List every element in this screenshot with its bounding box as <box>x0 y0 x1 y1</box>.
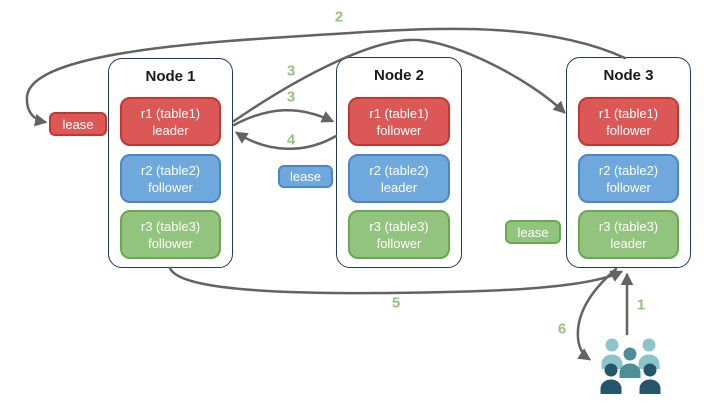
replica-name: r1 (table1) <box>369 105 429 121</box>
replica-role: leader <box>152 122 189 138</box>
node-3-title: Node 3 <box>603 67 654 84</box>
lease-badge-r1: lease <box>49 112 107 136</box>
replica-role: follower <box>148 179 193 195</box>
replica-role: follower <box>606 122 651 138</box>
replica-role: leader <box>610 235 647 251</box>
replica-role: follower <box>376 235 422 251</box>
node-1-replica-r1: r1 (table1) leader <box>120 97 221 146</box>
node-2-replica-r2: r2 (table2) leader <box>348 154 450 203</box>
node-1-title: Node 1 <box>145 68 196 85</box>
replica-name: r3 (table3) <box>598 218 659 234</box>
replica-role: follower <box>606 179 651 195</box>
step-label-2: 2 <box>334 8 344 26</box>
node-1: Node 1 r1 (table1) leader r2 (table2) fo… <box>108 58 233 268</box>
step-label-1: 1 <box>636 296 646 314</box>
replica-name: r2 (table2) <box>140 162 201 178</box>
replica-role: follower <box>376 122 422 138</box>
users-icon <box>600 338 661 394</box>
replica-name: r3 (table3) <box>140 218 201 234</box>
step-label-5: 5 <box>391 294 401 312</box>
step-label-4: 4 <box>286 131 296 149</box>
node-2-replica-r3: r3 (table3) follower <box>348 210 450 259</box>
arrow-step6-node3-to-users <box>576 267 618 361</box>
replica-role: leader <box>380 179 418 195</box>
node-1-replica-r3: r3 (table3) follower <box>120 210 221 259</box>
node-2-replica-r1: r1 (table1) follower <box>348 97 450 146</box>
replica-name: r2 (table2) <box>598 162 659 178</box>
arrow-step3-node1-to-node2 <box>232 108 335 127</box>
arrow-step5-node1-to-node3 <box>168 266 624 295</box>
lease-badge-r2: lease <box>278 165 333 188</box>
step-label-3a: 3 <box>286 62 296 80</box>
replica-name: r1 (table1) <box>598 105 659 121</box>
replica-role: follower <box>148 235 193 251</box>
lease-badge-r3: lease <box>505 220 561 244</box>
replica-name: r1 (table1) <box>140 105 201 121</box>
node-3-replica-r2: r2 (table2) follower <box>578 154 679 203</box>
replica-name: r2 (table2) <box>369 162 429 178</box>
step-label-6: 6 <box>557 320 567 338</box>
node-1-replica-r2: r2 (table2) follower <box>120 154 221 203</box>
node-2-title: Node 2 <box>373 67 424 84</box>
node-3: Node 3 r1 (table1) follower r2 (table2) … <box>566 57 691 268</box>
step-label-3b: 3 <box>286 88 296 106</box>
node-2: Node 2 r1 (table1) follower r2 (table2) … <box>336 57 462 268</box>
replica-name: r3 (table3) <box>369 218 429 234</box>
node-3-replica-r1: r1 (table1) follower <box>578 97 679 146</box>
node-3-replica-r3: r3 (table3) leader <box>578 210 679 259</box>
